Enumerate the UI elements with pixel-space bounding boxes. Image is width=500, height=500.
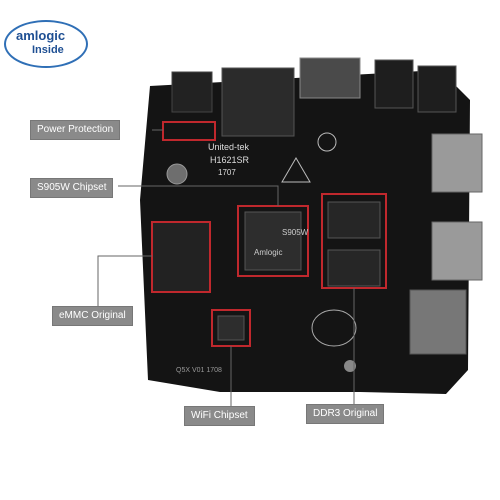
- wifi-chip: [217, 315, 245, 341]
- chip-code-text: H1621SR: [210, 155, 250, 165]
- ddr3-chip-2: [327, 249, 381, 287]
- spdif-port: [417, 65, 457, 113]
- capacitor: [166, 163, 188, 185]
- callout-power-protection: Power Protection: [30, 120, 121, 140]
- soc-model-text: S905W: [282, 228, 309, 237]
- callout-ddr3: DDR3 Original: [306, 404, 385, 424]
- amlogic-logo: amlogic Inside: [4, 20, 88, 68]
- chipset-leader: [118, 185, 279, 206]
- hdmi-port: [299, 57, 361, 99]
- usb-port-1: [431, 133, 483, 193]
- usb-port-2: [431, 221, 483, 281]
- callout-wifi: WiFi Chipset: [184, 406, 255, 426]
- callout-chipset: S905W Chipset: [30, 178, 114, 198]
- power-protection-highlight: [162, 121, 216, 141]
- sd-slot: [409, 289, 467, 355]
- chip-date-text: 1707: [218, 168, 236, 177]
- chip-brand-text: United-tek: [208, 142, 250, 152]
- soc-highlight: [237, 205, 309, 277]
- emmc-leader: [97, 255, 152, 314]
- logo-line2: Inside: [32, 44, 64, 56]
- logo-oval: [4, 20, 88, 68]
- cert-icon-1: [317, 132, 337, 152]
- antenna-coil: [311, 309, 357, 347]
- power-jack: [171, 71, 213, 113]
- ethernet-port: [221, 67, 295, 137]
- logo-line1: amlogic: [16, 28, 66, 43]
- av-port: [374, 59, 414, 109]
- rf-connector: [344, 360, 356, 372]
- callout-emmc: eMMC Original: [52, 306, 133, 326]
- board-version-text: Q5X V01 1708: [176, 367, 222, 374]
- soc-brand-text: Amlogic: [254, 248, 282, 257]
- pcb-board: [140, 70, 470, 394]
- soc-chip: [244, 211, 302, 271]
- emmc-chip: [151, 221, 211, 293]
- ddr3-chip-1: [327, 201, 381, 239]
- warning-icon: [281, 157, 311, 183]
